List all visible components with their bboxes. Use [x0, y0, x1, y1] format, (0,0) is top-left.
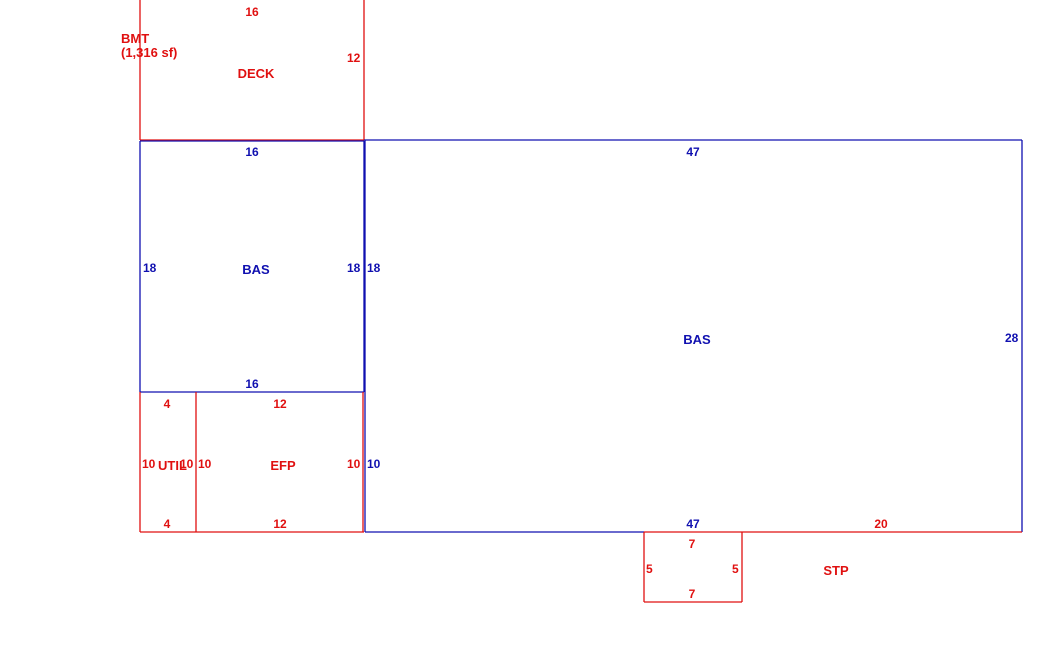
legend-area-size: (1,316 sf) [121, 45, 177, 60]
util-area-label: UTIL [158, 458, 187, 473]
deck-dim-top: 16 [245, 5, 259, 19]
bas-left-dim-top: 16 [245, 145, 259, 159]
efp-dim-left: 10 [198, 457, 212, 471]
stoop-dim-top: 7 [689, 537, 696, 551]
bas-main-dim-left: 18 [367, 261, 381, 275]
util-dim-left: 10 [142, 457, 156, 471]
efp-dim-bottom: 12 [273, 517, 287, 531]
bas-main-dim-top: 47 [686, 145, 700, 159]
stoop-area [643, 531, 1022, 603]
efp-area-label: EFP [270, 458, 296, 473]
bas-left-dim-right: 18 [347, 261, 361, 275]
bas-left-area [139, 140, 365, 393]
deck-dim-right: 12 [347, 51, 361, 65]
deck-area-label: DECK [238, 66, 275, 81]
efp-dim-outer: 10 [367, 457, 381, 471]
legend-area-name: BMT [121, 31, 149, 46]
deck-area [139, 0, 365, 141]
util-efp-area [139, 392, 364, 533]
stp-dim-top: 20 [874, 517, 888, 531]
stoop-dim-bottom: 7 [689, 587, 696, 601]
stp-area-label: STP [823, 563, 849, 578]
efp-dim-right: 10 [347, 457, 361, 471]
bas-left-dim-bottom: 16 [245, 377, 259, 391]
util-dim-top: 4 [164, 397, 171, 411]
bas-main-area [364, 139, 1023, 533]
stoop-dim-right: 5 [732, 562, 739, 576]
util-dim-right: 10 [180, 457, 194, 471]
util-dim-bottom: 4 [164, 517, 171, 531]
bas-left-dim-left: 18 [143, 261, 157, 275]
bas-main-dim-right: 28 [1005, 331, 1019, 345]
stoop-dim-left: 5 [646, 562, 653, 576]
efp-dim-top: 12 [273, 397, 287, 411]
bas-left-area-label: BAS [242, 262, 270, 277]
bas-main-dim-bottom: 47 [686, 517, 700, 531]
bas-main-area-label: BAS [683, 332, 711, 347]
